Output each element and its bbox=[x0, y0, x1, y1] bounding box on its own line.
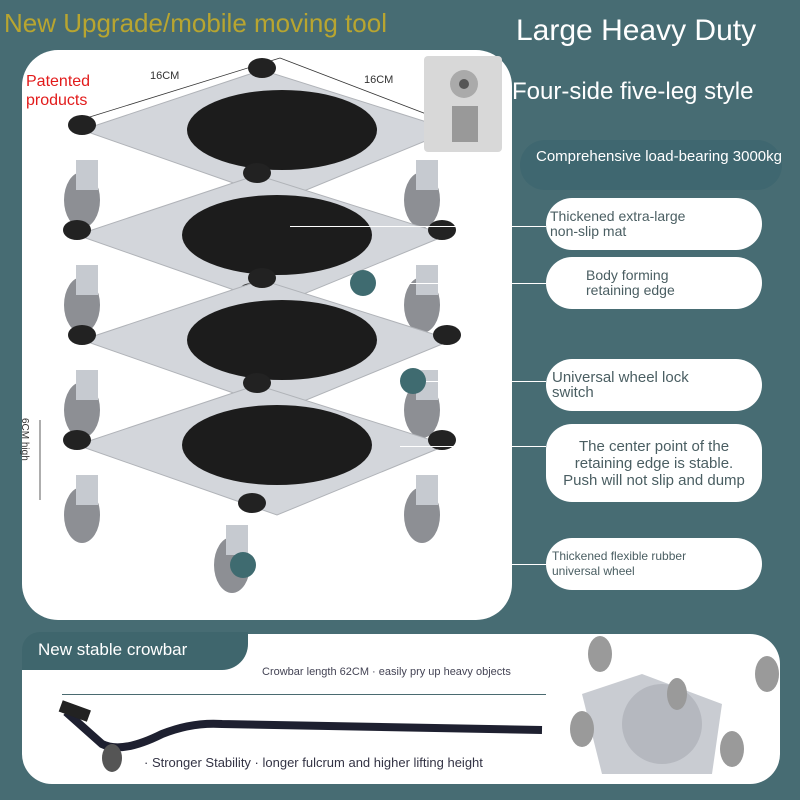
dimension-left: 16CM bbox=[150, 70, 180, 82]
rubber-pad bbox=[428, 220, 456, 240]
rubber-pad bbox=[243, 373, 271, 393]
rubber-pad bbox=[433, 325, 461, 345]
callout-dot bbox=[230, 552, 256, 578]
leader-line bbox=[376, 283, 546, 284]
patent-label: Patented products bbox=[26, 73, 91, 109]
title-large-heavy-duty: Large Heavy Duty bbox=[516, 14, 757, 47]
wheel-bracket bbox=[76, 160, 98, 190]
rubber-pad bbox=[248, 58, 276, 78]
crowbar-stability-text: · Stronger Stability · longer fulcrum an… bbox=[144, 755, 483, 770]
wheel-bracket bbox=[76, 370, 98, 400]
wheel-bracket bbox=[416, 160, 438, 190]
leader-line bbox=[290, 226, 546, 227]
crowbar-title-tab: New stable crowbar bbox=[22, 632, 248, 670]
dimension-height: 6CM high bbox=[19, 418, 30, 461]
wheel-bracket bbox=[226, 525, 248, 555]
crowbar-image bbox=[58, 636, 779, 774]
leader-line bbox=[256, 564, 546, 565]
non-slip-mat bbox=[187, 90, 377, 170]
leader-line bbox=[426, 381, 546, 382]
rubber-pad bbox=[248, 268, 276, 288]
load-bearing-badge: Comprehensive load-bearing 3000kg bbox=[520, 140, 782, 190]
wheel-bracket bbox=[416, 265, 438, 295]
stacked-dollies-image bbox=[39, 57, 461, 593]
dimension-right: 16CM bbox=[364, 74, 394, 86]
non-slip-mat bbox=[187, 300, 377, 380]
bearing-detail-inset bbox=[424, 56, 502, 152]
headline: New Upgrade/mobile moving tool bbox=[4, 8, 387, 38]
callout-dot bbox=[350, 270, 376, 296]
leader-line bbox=[400, 446, 546, 447]
rubber-pad bbox=[243, 163, 271, 183]
crowbar-length-text: Crowbar length 62CM · easily pry up heav… bbox=[262, 666, 511, 678]
rubber-pad bbox=[428, 430, 456, 450]
rubber-pad bbox=[63, 430, 91, 450]
rubber-pad bbox=[68, 325, 96, 345]
non-slip-mat bbox=[182, 195, 372, 275]
wheel-bracket bbox=[416, 475, 438, 505]
wheel-bracket bbox=[76, 265, 98, 295]
divider bbox=[62, 694, 546, 695]
non-slip-mat bbox=[182, 405, 372, 485]
rubber-pad bbox=[63, 220, 91, 240]
rubber-pad bbox=[238, 493, 266, 513]
rubber-pad bbox=[68, 115, 96, 135]
callout-dot bbox=[400, 368, 426, 394]
title-style: Four-side five-leg style bbox=[512, 78, 754, 105]
wheel-bracket bbox=[76, 475, 98, 505]
dolly-bottom-view bbox=[570, 636, 779, 774]
